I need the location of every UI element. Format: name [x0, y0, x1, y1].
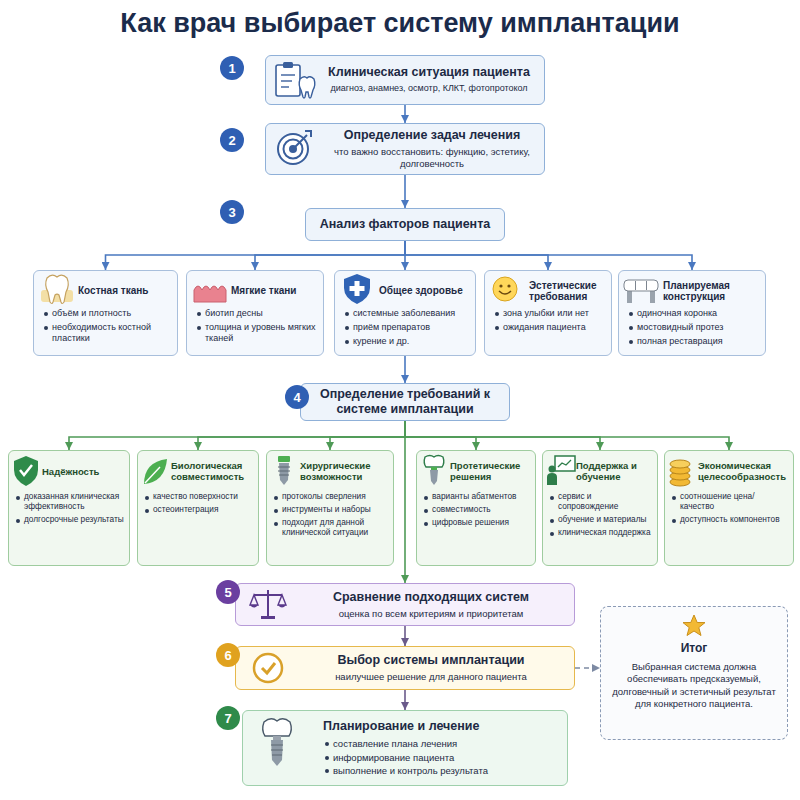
- requirement-item: протоколы сверления: [272, 492, 388, 502]
- factor-item: приём препаратов: [343, 322, 469, 333]
- flow-arrow: [405, 421, 476, 450]
- step-box: Определение задач лечения что важно восст…: [265, 123, 545, 175]
- box-heading: Костная ткань: [78, 277, 171, 305]
- box-heading: Планирование и лечение: [323, 719, 479, 733]
- requirement-item: совместимость: [422, 505, 530, 515]
- flow-arrow: [330, 421, 405, 450]
- requirement-card: Надёжность доказанная клиническая эффекти…: [8, 450, 130, 566]
- step-number: 6: [216, 643, 240, 667]
- factor-item: полная реставрация: [627, 336, 759, 347]
- requirement-item: качество поверхности: [143, 492, 253, 502]
- flow-arrow: [69, 421, 405, 450]
- flow-arrow: [405, 421, 600, 450]
- step-number: 1: [220, 56, 244, 80]
- box-heading: Хирургические возможности: [300, 457, 388, 487]
- factor-item: одиночная коронка: [627, 308, 759, 319]
- box-heading: Надёжность: [42, 457, 124, 487]
- step-subtitle: диагноз, анамнез, осмотр, КЛКТ, фотопрот…: [330, 83, 527, 94]
- box-heading: Мягкие ткани: [231, 277, 317, 305]
- box-heading: Эстетические требования: [529, 277, 605, 305]
- flow-arrow: [575, 667, 600, 669]
- box-heading: Биологическая совместимость: [171, 457, 253, 487]
- step-number: 7: [216, 706, 240, 730]
- requirement-item: клиническая поддержка: [548, 528, 652, 538]
- requirement-item: доступность компонентов: [670, 515, 788, 525]
- flow-arrow: [404, 175, 406, 208]
- step-number: 5: [216, 580, 240, 604]
- factor-item: биотип десны: [195, 308, 317, 319]
- step-box: Сравнение подходящих систем оценка по все…: [235, 583, 575, 626]
- result-text: Выбранная система должна обеспечивать пр…: [611, 661, 777, 710]
- result-note: ИтогВыбранная система должна обеспечиват…: [600, 606, 788, 740]
- factor-card: Эстетические требования зона улыбки или н…: [484, 270, 612, 356]
- factor-item: ожидания пациента: [493, 322, 605, 333]
- flow-arrow: [404, 421, 406, 583]
- box-heading: Определение задач лечения: [344, 128, 521, 143]
- step-box: Планирование и лечение составление плана …: [242, 710, 568, 786]
- step-subtitle: наилучшее решение для данного пациента: [335, 671, 527, 683]
- factor-card: Общее здоровье системные заболевания приём…: [334, 270, 476, 356]
- flow-arrow: [404, 626, 406, 646]
- requirement-item: подходит для данной клинической ситуации: [272, 518, 388, 538]
- factor-item: зона улыбки или нет: [493, 308, 605, 319]
- step-item: выполнение и контроль результата: [323, 765, 488, 776]
- step-box: Клиническая ситуация пациента диагноз, ан…: [265, 55, 545, 105]
- requirement-item: сервис и сопровождение: [548, 492, 652, 512]
- requirement-item: долгосрочные результаты: [14, 515, 124, 525]
- diagram-title: Как врач выбирает систему имплантации: [0, 8, 800, 39]
- box-heading: Определение требований к системе имплант…: [309, 387, 501, 417]
- flow-arrow: [405, 421, 729, 450]
- box-heading: Протетические решения: [450, 457, 530, 487]
- requirement-card: Протетические решения варианты абатментов…: [416, 450, 536, 566]
- factor-card: Мягкие ткани биотип десны толщина и уровен…: [186, 270, 324, 356]
- box-heading: Анализ факторов пациента: [320, 217, 490, 232]
- box-heading: Общее здоровье: [379, 277, 469, 305]
- factor-item: толщина и уровень мягких тканей: [195, 322, 317, 344]
- box-heading: Клиническая ситуация пациента: [328, 65, 530, 80]
- flow-arrow: [404, 356, 406, 383]
- step-subtitle: оценка по всем критериям и приоритетам: [339, 608, 524, 620]
- requirement-item: остеоинтеграция: [143, 505, 253, 515]
- step-box: Выбор системы имплантации наилучшее решен…: [235, 646, 575, 690]
- factor-item: объём и плотность: [42, 308, 171, 319]
- flow-arrow: [404, 690, 406, 710]
- factor-card: Планируемая конструкция одиночная коронка…: [618, 270, 766, 356]
- factor-item: мостовидный протез: [627, 322, 759, 333]
- requirement-item: цифровые решения: [422, 518, 530, 528]
- requirement-card: Поддержка и обучение сервис и сопровожден…: [542, 450, 658, 566]
- step-subtitle: что важно восстановить: функцию, эстетик…: [328, 146, 536, 170]
- box-heading: Выбор системы имплантации: [337, 653, 524, 668]
- requirement-item: доказанная клиническая эффективность: [14, 492, 124, 512]
- factor-item: курение и др.: [343, 336, 469, 347]
- requirement-item: варианты абатментов: [422, 492, 530, 502]
- box-heading: Экономическая целесообразность: [698, 457, 788, 487]
- step-box: Определение требований к системе имплант…: [300, 383, 510, 421]
- flow-arrow: [106, 241, 406, 270]
- step-box: Анализ факторов пациента: [305, 208, 505, 241]
- box-heading: Итог: [611, 641, 777, 655]
- flow-arrow: [404, 105, 406, 123]
- factor-item: системные заболевания: [343, 308, 469, 319]
- flow-arrow: [255, 241, 405, 270]
- box-heading: Поддержка и обучение: [576, 457, 652, 487]
- requirement-item: соотношение цена/качество: [670, 492, 788, 512]
- box-heading: Сравнение подходящих систем: [333, 590, 529, 605]
- step-number: 3: [220, 200, 244, 224]
- step-item: информирование пациента: [323, 752, 454, 763]
- box-heading: Планируемая конструкция: [663, 277, 759, 305]
- factor-item: необходимость костной пластики: [42, 322, 171, 344]
- factor-card: Костная ткань объём и плотность необходимо…: [33, 270, 178, 356]
- requirement-card: Биологическая совместимость качество пове…: [137, 450, 259, 566]
- step-number: 4: [285, 385, 309, 409]
- requirement-item: обучение и материалы: [548, 515, 652, 525]
- flow-arrow: [198, 421, 405, 450]
- step-item: составление плана лечения: [323, 738, 457, 749]
- requirement-card: Экономическая целесообразность соотношени…: [664, 450, 794, 566]
- requirement-card: Хирургические возможности протоколы сверл…: [266, 450, 394, 566]
- step-number: 2: [220, 128, 244, 152]
- flow-arrow: [405, 241, 692, 270]
- requirement-item: инструменты и наборы: [272, 505, 388, 515]
